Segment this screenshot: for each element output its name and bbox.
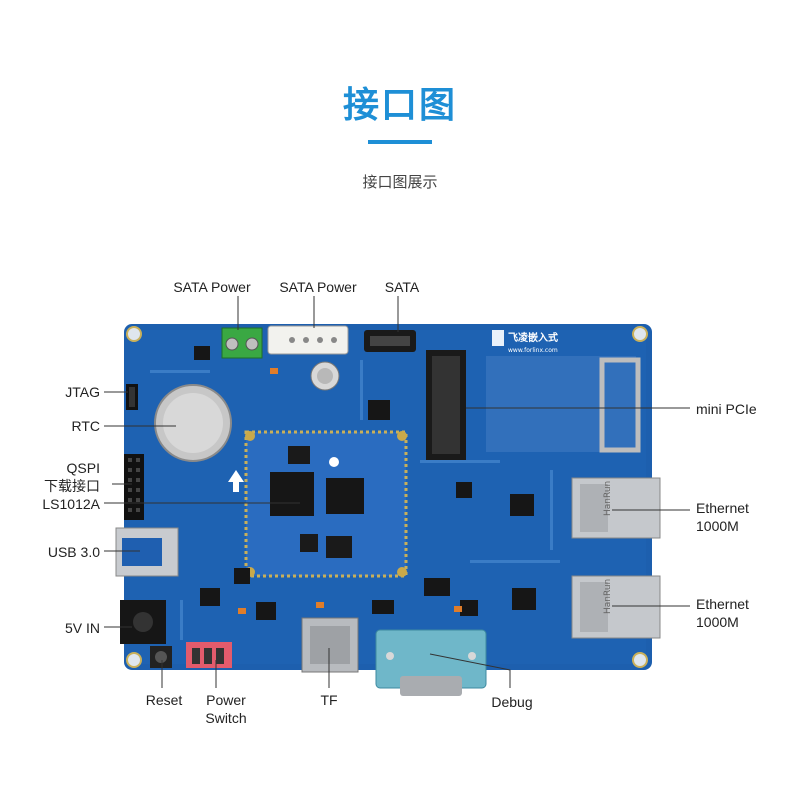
callout-line-debug: [429, 653, 511, 688]
label-5v-in: 5V IN: [64, 620, 100, 636]
label-usb3: USB 3.0: [47, 544, 100, 560]
label-qspi-line1: QSPI: [66, 460, 100, 476]
label-sata: SATA: [384, 279, 420, 295]
label-sata-power-2: SATA Power: [279, 279, 357, 295]
label-ls1012a: LS1012A: [42, 496, 100, 512]
mount-hole: [126, 326, 142, 342]
tf-card-slot: [301, 617, 359, 673]
sata-power-terminal: [221, 327, 263, 359]
title-underline: [368, 140, 432, 144]
power-switch-part: [186, 642, 232, 668]
ls1012a-chip: [270, 472, 314, 516]
label-power-switch-line2: Switch: [205, 710, 247, 726]
qspi-header: [124, 454, 144, 520]
label-mini-pcie: mini PCIe: [696, 401, 757, 417]
memory-chip: [326, 478, 364, 514]
ethernet-port-2: HanRun: [571, 575, 661, 639]
rj45-brand: HanRun: [603, 481, 613, 516]
debug-db9-port: [375, 629, 487, 696]
mount-hole: [632, 326, 648, 342]
mini-pcie-slot: [426, 350, 641, 460]
label-rtc: RTC: [71, 418, 100, 434]
jtag-header: [126, 384, 138, 410]
label-eth2-line1: Ethernet: [696, 596, 749, 612]
som-core-board: [244, 430, 408, 578]
usb3-port: [115, 527, 179, 577]
ethernet-port-1: HanRun: [571, 477, 661, 539]
dc-power-jack: [120, 600, 166, 644]
pcb-traces: [150, 360, 560, 640]
mount-hole: [632, 652, 648, 668]
callout-lines: [104, 296, 690, 688]
label-eth2-line2: 1000M: [696, 614, 739, 630]
sata-power-connector: [267, 325, 349, 355]
misc-ics: [194, 346, 536, 620]
label-qspi-line2: 下载接口: [44, 478, 100, 494]
forlinx-logo: 飞凌嵌入式 www.forlinx.com: [492, 330, 558, 354]
orientation-arrow: [228, 470, 244, 492]
label-eth1-line1: Ethernet: [696, 500, 749, 516]
logo-text: 飞凌嵌入式: [508, 331, 558, 344]
rj45-brand: HanRun: [603, 579, 613, 614]
sata-connector: [364, 330, 416, 352]
page-subtitle: 接口图展示: [362, 173, 438, 191]
label-debug: Debug: [491, 694, 533, 710]
reset-button-part: [150, 646, 172, 668]
label-tf: TF: [320, 692, 338, 708]
label-eth1-line2: 1000M: [696, 518, 739, 534]
mount-hole: [126, 652, 142, 668]
rtc-battery: [154, 384, 232, 462]
label-reset: Reset: [145, 692, 183, 708]
page-title: 接口图: [342, 85, 457, 126]
label-power-switch-line1: Power: [206, 692, 246, 708]
orange-caps: [238, 368, 462, 614]
logo-url: www.forlinx.com: [508, 347, 558, 354]
label-jtag: JTAG: [65, 384, 100, 400]
label-sata-power-1: SATA Power: [173, 279, 251, 295]
